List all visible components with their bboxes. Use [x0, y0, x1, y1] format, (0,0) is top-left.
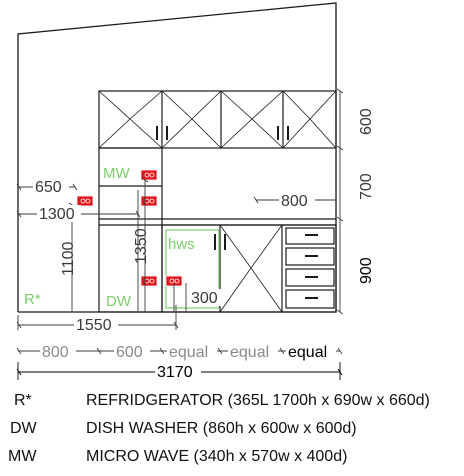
legend-text: MICRO WAVE (340h x 570w x 400d) — [86, 448, 348, 465]
hws-zone — [165, 229, 220, 309]
refrigerator-label: R* — [24, 291, 41, 308]
mw-label: MW — [103, 165, 130, 182]
socket-dw — [140, 275, 158, 287]
dim-300: 300 — [191, 290, 218, 307]
power-sockets — [76, 169, 183, 287]
legend-text: DISH WASHER (860h x 600w x 600d) — [86, 420, 357, 437]
dim-1300: 1300 — [39, 206, 75, 223]
hws-label: hws — [168, 236, 195, 253]
legend-text: REFRIDGERATOR (365L 1700h x 690w x 660d) — [86, 392, 430, 409]
upper-cabinets — [98, 90, 337, 149]
socket-mw — [140, 169, 158, 181]
legend-row-dishwasher: DW DISH WASHER (860h x 600w x 600d) — [0, 420, 464, 442]
dim-total-3170: 3170 — [157, 364, 193, 381]
run-600: 600 — [116, 344, 143, 361]
dimension-lines — [16, 88, 344, 380]
dim-600-vertical: 600 — [358, 108, 375, 135]
dim-800-side: 800 — [281, 193, 308, 210]
run-equal-1: equal — [169, 344, 208, 361]
benchtop — [162, 218, 336, 226]
wall-outline — [17, 2, 337, 312]
dim-1350: 1350 — [133, 228, 150, 264]
dw-label: DW — [106, 293, 132, 310]
dim-700-vertical: 700 — [358, 173, 375, 200]
dim-1550: 1550 — [76, 317, 112, 334]
run-800: 800 — [42, 344, 69, 361]
socket-fridge — [76, 195, 94, 207]
legend-code: R* — [14, 392, 32, 409]
dim-900-vertical: 900 — [358, 257, 375, 284]
socket-tall-mid — [140, 195, 158, 207]
legend-code: MW — [8, 448, 37, 465]
dim-1100: 1100 — [60, 241, 77, 276]
legend-code: DW — [10, 420, 37, 437]
dim-650: 650 — [35, 179, 62, 196]
run-equal-2: equal — [230, 344, 269, 361]
legend-row-refrigerator: R* REFRIDGERATOR (365L 1700h x 690w x 66… — [0, 392, 464, 414]
run-equal-3: equal — [288, 344, 327, 361]
kitchen-elevation-drawing: hws MW DW R* — [16, 2, 375, 381]
legend-row-microwave: MW MICRO WAVE (340h x 570w x 400d) — [0, 448, 464, 470]
